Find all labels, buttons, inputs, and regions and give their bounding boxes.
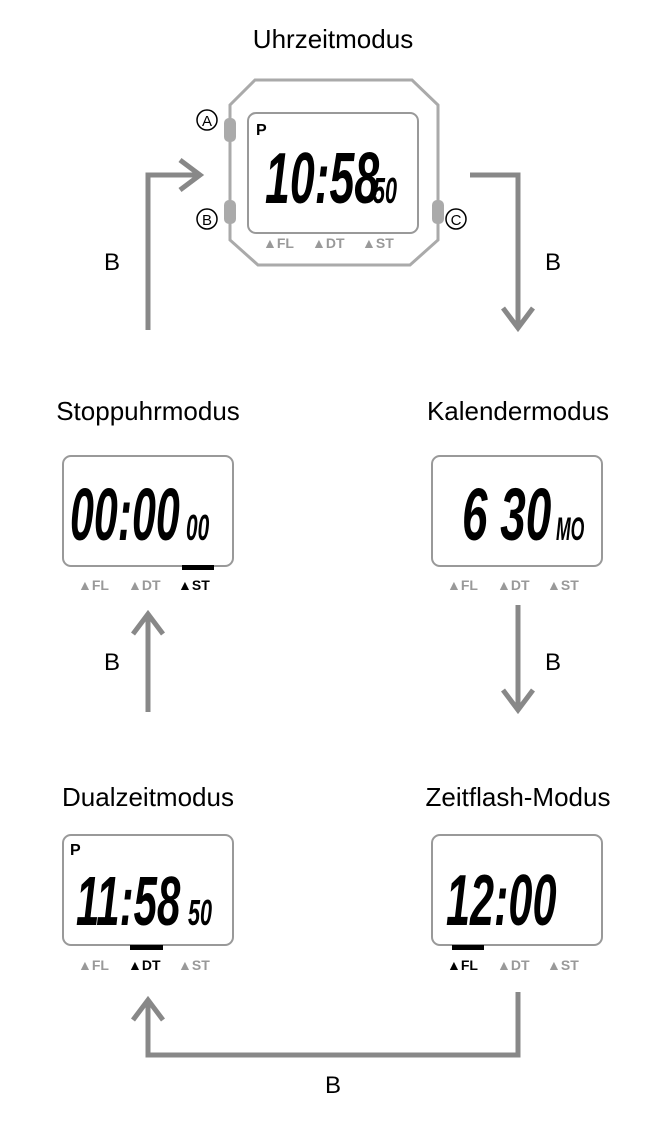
title-time-mode: Uhrzeitmodus xyxy=(253,24,413,54)
dualtime-main-digits: 11:58 xyxy=(76,863,181,941)
title-calendar-mode: Kalendermodus xyxy=(427,396,609,426)
pm-indicator: P xyxy=(70,842,81,859)
transition-label-b: B xyxy=(325,1072,341,1099)
button-c-pusher[interactable] xyxy=(432,200,444,224)
arrow-stopwatch-to-time xyxy=(145,158,205,330)
lcd-calendar xyxy=(431,455,603,567)
indicator-st-active: ▲ST xyxy=(178,577,210,593)
arrow-time-to-calendar xyxy=(470,172,535,333)
lcd-stopwatch xyxy=(62,455,234,567)
indicator-dt-active: ▲DT xyxy=(128,957,161,973)
stopwatch-sub-digits: 00 xyxy=(186,508,210,548)
title-stopwatch-mode: Stoppuhrmodus xyxy=(56,396,240,426)
indicator-st: ▲ST xyxy=(547,577,579,593)
active-mode-bar xyxy=(182,565,214,570)
indicator-fl-active: ▲FL xyxy=(447,957,478,973)
button-a-label: A xyxy=(196,109,218,131)
transition-label-b: B xyxy=(104,249,120,276)
svg-text:B: B xyxy=(202,212,212,229)
time-seconds-digits: 50 xyxy=(373,171,397,211)
indicator-st: ▲ST xyxy=(547,957,579,973)
indicator-dt: ▲DT xyxy=(128,577,161,593)
arrow-calendar-to-flash xyxy=(501,605,535,715)
transition-label-b: B xyxy=(104,649,120,676)
flash-main-digits: 12:00 xyxy=(446,860,556,941)
dualtime-seconds-digits: 50 xyxy=(188,893,212,933)
svg-text:A: A xyxy=(202,113,212,130)
pm-indicator: P xyxy=(256,122,267,139)
lcd-flash xyxy=(431,834,603,946)
lcd-time xyxy=(247,112,419,234)
arrow-dualtime-to-stopwatch xyxy=(131,609,165,712)
indicator-st: ▲ST xyxy=(178,957,210,973)
calendar-weekday: MO xyxy=(556,513,584,548)
stopwatch-main-digits: 00:00 xyxy=(70,473,180,556)
indicator-dt: ▲DT xyxy=(497,577,530,593)
title-flash-mode: Zeitflash-Modus xyxy=(426,782,611,812)
indicator-fl: ▲FL xyxy=(78,577,109,593)
calendar-date-digits: 6 30 xyxy=(462,474,551,557)
button-c-label: C xyxy=(445,208,467,230)
button-a-pusher[interactable] xyxy=(224,118,236,142)
button-b-pusher[interactable] xyxy=(224,200,236,224)
arrow-flash-to-dualtime xyxy=(131,992,521,1058)
indicator-dt: ▲DT xyxy=(497,957,530,973)
transition-label-b: B xyxy=(545,649,561,676)
button-b-label: B xyxy=(196,208,218,230)
indicator-dt: ▲DT xyxy=(312,235,345,251)
indicator-fl: ▲FL xyxy=(447,577,478,593)
active-mode-bar xyxy=(452,945,484,950)
title-dualtime-mode: Dualzeitmodus xyxy=(62,782,234,812)
transition-label-b: B xyxy=(545,249,561,276)
indicator-fl: ▲FL xyxy=(78,957,109,973)
indicator-fl: ▲FL xyxy=(263,235,294,251)
indicator-st: ▲ST xyxy=(362,235,394,251)
active-mode-bar xyxy=(130,945,163,950)
svg-text:C: C xyxy=(451,212,462,229)
time-main-digits: 10:58 xyxy=(265,138,380,219)
